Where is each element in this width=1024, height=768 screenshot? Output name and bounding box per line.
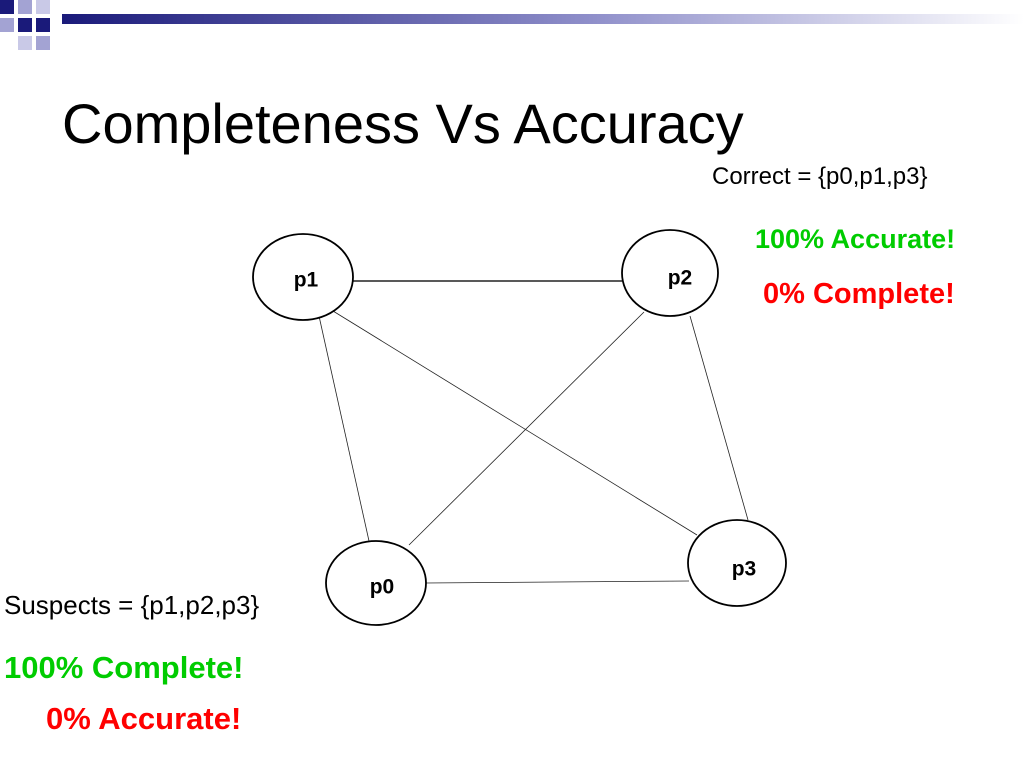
node-p2: [621, 229, 719, 317]
node-label-p1: p1: [294, 269, 319, 292]
node-label-p2: p2: [668, 267, 693, 290]
edge-p2-p0: [408, 311, 645, 546]
slide-header-decoration: [0, 0, 1024, 50]
decor-square: [18, 36, 32, 50]
decor-square: [18, 0, 32, 14]
node-label-p3: p3: [732, 558, 757, 581]
decor-square: [36, 0, 50, 14]
decor-square: [18, 18, 32, 32]
node-p3: [687, 519, 787, 607]
accurate-0-label: 0% Accurate!: [46, 701, 242, 736]
edge-p1-p0: [318, 315, 370, 542]
suspects-set-label: Suspects = {p1,p2,p3}: [4, 590, 260, 620]
decor-square: [36, 18, 50, 32]
correct-set-label: Correct = {p0,p1,p3}: [712, 163, 928, 190]
node-label-p0: p0: [370, 576, 395, 599]
decor-square: [0, 0, 14, 14]
decor-square: [36, 36, 50, 50]
complete-100-label: 100% Complete!: [4, 650, 244, 685]
edge-p2-p3: [689, 315, 749, 521]
complete-0-label: 0% Complete!: [763, 278, 955, 310]
edge-p1-p3: [332, 310, 698, 536]
accurate-100-label: 100% Accurate!: [755, 224, 956, 254]
slide-title: Completeness Vs Accuracy: [62, 92, 744, 155]
node-p0: [325, 540, 427, 626]
edge-p0-p3: [425, 580, 690, 584]
decor-square: [0, 18, 14, 32]
node-p1: [252, 233, 354, 321]
header-gradient-band: [62, 14, 1024, 24]
